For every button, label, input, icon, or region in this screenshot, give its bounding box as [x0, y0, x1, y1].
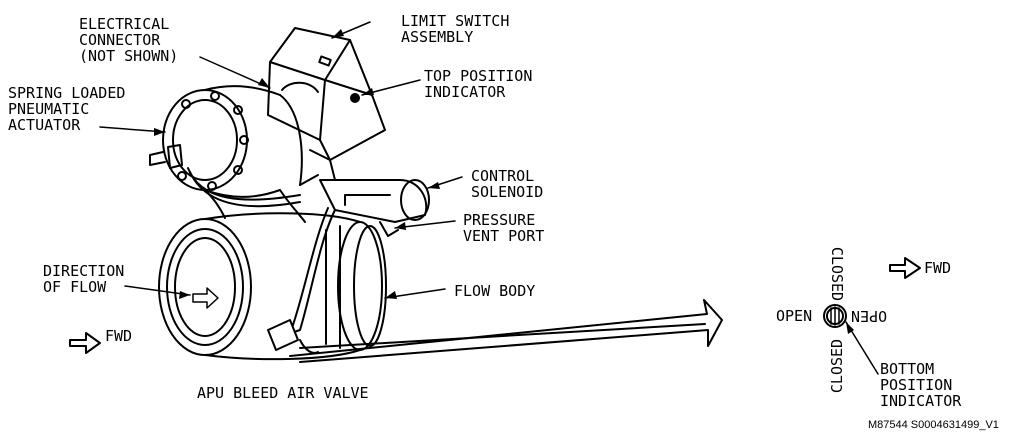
label-electrical-connector: ELECTRICAL CONNECTOR (NOT SHOWN) [79, 15, 179, 65]
indicator-open-left: OPEN [776, 307, 813, 325]
indicator-closed-bottom: CLOSED [828, 338, 846, 394]
label-direction-of-flow: DIRECTION OF FLOW [43, 262, 125, 296]
leader-electrical-connector [199, 56, 271, 89]
bottom-indicator-drawing [823, 304, 847, 328]
fwd-arrow-right [889, 257, 921, 279]
indicator-closed-top: CLOSED [828, 246, 846, 302]
label-fwd-left: FWD [105, 327, 133, 345]
label-fwd-right: FWD [924, 259, 952, 277]
flow-body-drawing [158, 212, 387, 361]
projection-arrow [289, 299, 723, 363]
actuator-drawing [149, 85, 281, 198]
figure-id: M87544 S0004631499_V1 [868, 419, 999, 431]
solenoid-drawing [187, 167, 430, 354]
label-actuator: SPRING LOADED PNEUMATIC ACTUATOR [8, 84, 126, 134]
label-valve-title: APU BLEED AIR VALVE [197, 384, 369, 402]
label-top-position-indicator: TOP POSITION INDICATOR [424, 67, 533, 101]
label-pressure-vent-port: PRESSURE VENT PORT [463, 211, 545, 245]
fwd-arrow-left [69, 332, 101, 354]
leader-direction-of-flow [124, 285, 191, 296]
indicator-open-right: OPEN [851, 307, 888, 325]
limit-switch-drawing [267, 27, 386, 181]
label-control-solenoid: CONTROL SOLENOID [471, 167, 544, 201]
label-bottom-position-indicator: BOTTOM POSITION INDICATOR [880, 360, 962, 410]
label-flow-body: FLOW BODY [454, 282, 536, 300]
label-limit-switch-assembly: LIMIT SWITCH ASSEMBLY [401, 12, 510, 46]
